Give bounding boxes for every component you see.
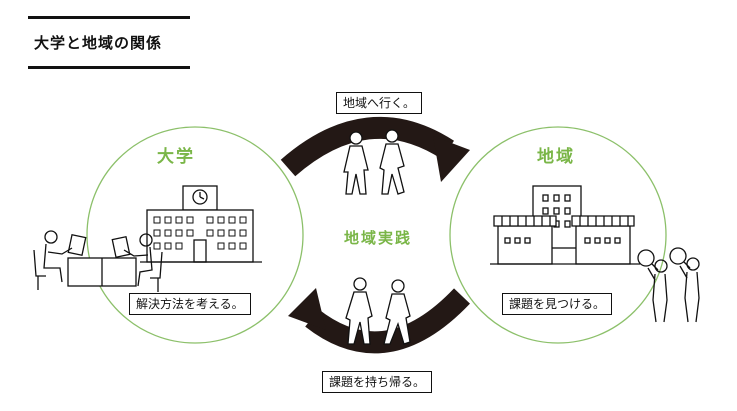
inspectors-icon: [637, 247, 700, 323]
region-caption: 課題を見つける。: [502, 293, 613, 315]
arrow-label-to-region: 地域へ行く。: [336, 92, 423, 114]
university-title: 大学: [157, 146, 195, 167]
title-rule-bottom: [28, 66, 190, 69]
region-title: 地域: [537, 146, 575, 167]
university-caption: 解決方法を考える。: [129, 293, 251, 315]
title-rule-top: [28, 16, 190, 19]
arrow-to-region: [280, 116, 470, 182]
walking-people-top-icon: [343, 129, 405, 195]
center-label: 地域実践: [344, 229, 412, 247]
region-town-icon: [490, 185, 640, 265]
meeting-people-icon: [33, 230, 163, 292]
university-circle: [86, 126, 304, 344]
arrow-label-to-university: 課題を持ち帰る。: [322, 371, 433, 393]
university-building-icon: [140, 185, 262, 263]
page-title: 大学と地域の関係: [34, 34, 163, 52]
arrow-to-university: [288, 288, 470, 354]
region-circle: [449, 126, 667, 344]
walking-people-bottom-icon: [345, 277, 411, 345]
